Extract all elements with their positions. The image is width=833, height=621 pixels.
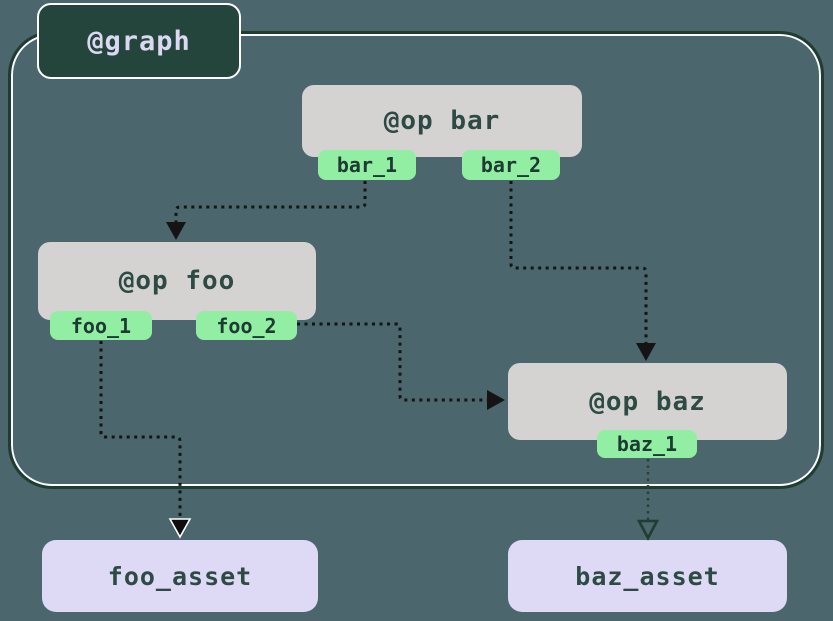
output-badge-foo-1-label: foo_1 bbox=[70, 313, 132, 338]
output-badge-foo-1: foo_1 bbox=[50, 311, 152, 340]
graph-boundary-box bbox=[8, 31, 824, 489]
output-badge-bar-1: bar_1 bbox=[318, 150, 416, 180]
op-node-foo: @op foo bbox=[38, 242, 316, 320]
arrowhead-foo1-to-foo-asset bbox=[168, 518, 192, 539]
asset-foo-label: foo_asset bbox=[107, 561, 253, 591]
graph-label-box: @graph bbox=[37, 3, 241, 79]
output-badge-bar-2: bar_2 bbox=[462, 150, 560, 180]
asset-baz-label: baz_asset bbox=[575, 561, 720, 591]
op-node-baz: @op baz bbox=[508, 363, 787, 440]
op-node-bar: @op bar bbox=[302, 85, 582, 157]
arrowhead-baz1-to-baz-asset bbox=[636, 519, 660, 541]
graph-label: @graph bbox=[87, 25, 191, 57]
output-badge-foo-2: foo_2 bbox=[196, 311, 297, 340]
output-badge-baz-1: baz_1 bbox=[597, 430, 697, 458]
asset-node-baz-asset: baz_asset bbox=[508, 540, 787, 612]
op-bar-label: @op bar bbox=[383, 106, 501, 136]
output-badge-bar-2-label: bar_2 bbox=[480, 153, 542, 177]
op-baz-label: @op baz bbox=[589, 386, 706, 417]
output-badge-baz-1-label: baz_1 bbox=[616, 432, 678, 456]
output-badge-bar-1-label: bar_1 bbox=[336, 153, 398, 177]
output-badge-foo-2-label: foo_2 bbox=[216, 313, 277, 338]
op-foo-label: @op foo bbox=[118, 266, 236, 296]
asset-node-foo-asset: foo_asset bbox=[42, 540, 318, 612]
